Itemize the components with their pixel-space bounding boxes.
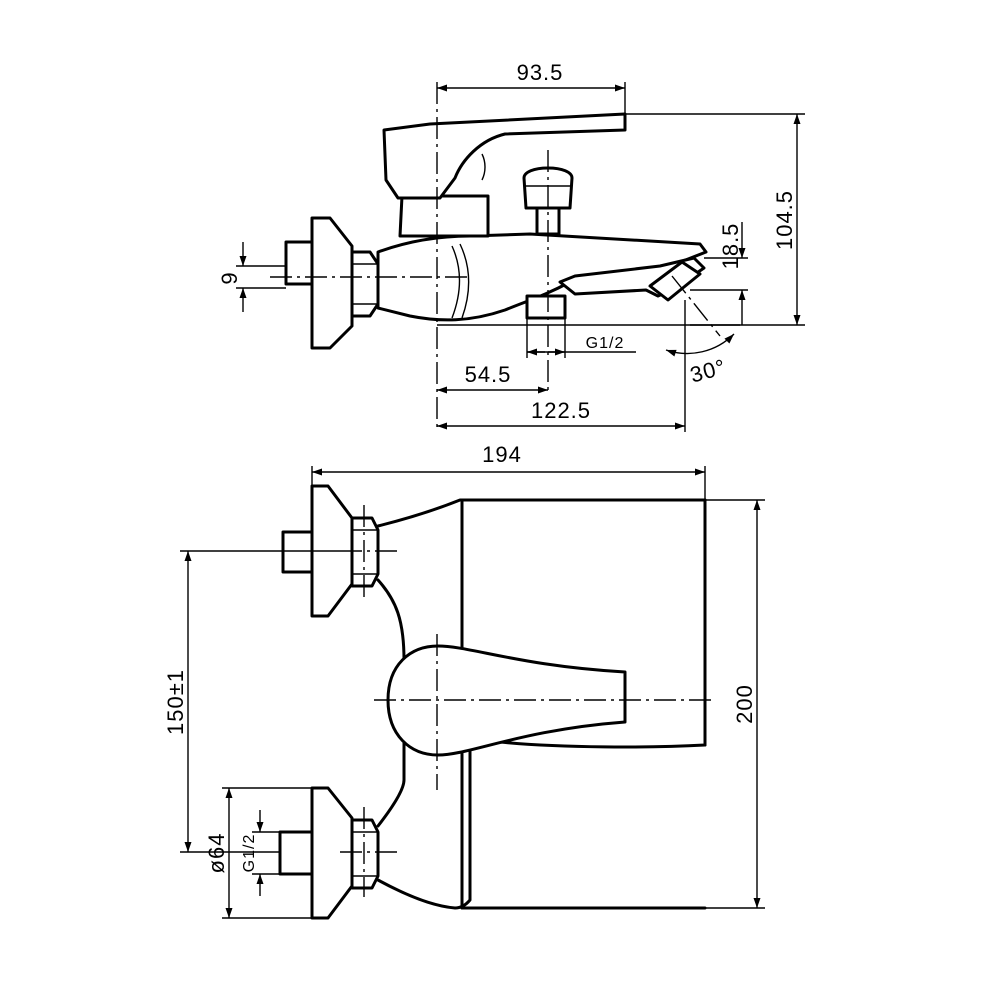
side-wall-flange xyxy=(310,216,354,350)
dim-spout-reach: 122.5 xyxy=(531,398,591,423)
top-view: 194 200 150±1 ø64 G1/2 xyxy=(163,442,765,920)
dim-inlet-thread: G1/2 xyxy=(241,834,258,873)
top-upper-inlet-stub xyxy=(281,530,314,574)
side-inlet-stub xyxy=(284,240,314,286)
side-nut xyxy=(350,250,380,318)
top-lower-inlet-stub xyxy=(278,830,314,876)
dim-handle-reach: 93.5 xyxy=(517,60,564,85)
dim-diverter-thread: G1/2 xyxy=(586,335,625,352)
side-cartridge-base xyxy=(398,194,490,238)
top-upper-nut xyxy=(350,516,380,588)
side-body xyxy=(376,232,708,322)
side-lever-handle xyxy=(382,112,627,200)
dim-flange-diameter: ø64 xyxy=(204,833,229,874)
dim-inlet-centers: 150±1 xyxy=(163,669,188,735)
side-view: 93.5 104.5 18.5 9 G1/2 30° 54.5 xyxy=(217,60,805,432)
dim-overall-height: 104.5 xyxy=(772,190,797,250)
top-lower-flange xyxy=(310,786,354,920)
dim-spout-angle: 30° xyxy=(687,354,729,388)
side-diverter-outlet xyxy=(525,294,567,320)
dim-overall-depth: 194 xyxy=(482,442,522,467)
dim-diverter-offset: 54.5 xyxy=(465,362,512,387)
side-spout-tip xyxy=(648,260,702,302)
dim-inlet-pipe: 9 xyxy=(217,271,242,284)
top-lower-nut xyxy=(350,818,380,890)
dim-spout-drop: 18.5 xyxy=(718,223,743,270)
dim-overall-width: 200 xyxy=(732,684,757,724)
